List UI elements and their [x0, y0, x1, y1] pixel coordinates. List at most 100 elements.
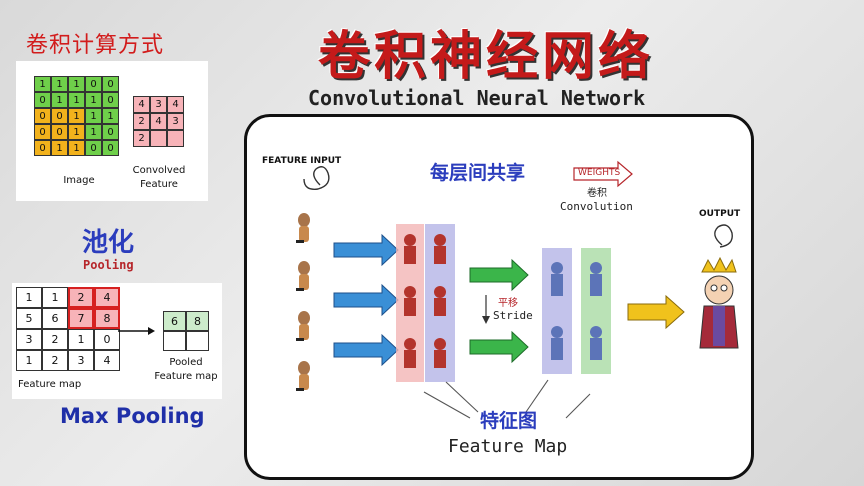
stride-label-cn: 平移: [498, 298, 518, 309]
max-pooling-caption: Max Pooling: [60, 404, 205, 428]
grid-cell: 1: [42, 287, 68, 308]
soldier-icon: [404, 338, 416, 368]
grid-cell: 1: [34, 76, 51, 92]
main-title: 卷积神经网络: [318, 26, 655, 87]
grid-cell: [186, 331, 209, 351]
grid-cell: 1: [51, 76, 68, 92]
knight-icon: [590, 326, 602, 360]
grid-cell: 2: [42, 350, 68, 371]
grid-cell: 3: [16, 329, 42, 350]
grid-cell: 0: [34, 92, 51, 108]
soldier-icon: [434, 286, 446, 316]
knight-icon: [551, 262, 563, 296]
knight-icon: [590, 262, 602, 296]
blue-arrow-1: [333, 233, 399, 267]
grid-cell: 2: [42, 329, 68, 350]
input-figures: [296, 213, 310, 391]
convolved-label-line2: Feature: [140, 179, 178, 190]
grid-cell: 1: [51, 92, 68, 108]
blue-arrow-2: [333, 283, 399, 317]
grid-cell: 6: [163, 311, 186, 331]
grid-cell: 0: [85, 140, 102, 156]
input-figure-4-icon: [296, 361, 310, 391]
grid-cell: 3: [150, 96, 167, 113]
grid-cell: 1: [102, 108, 119, 124]
weights-label: WEIGHTS: [578, 168, 621, 178]
pooling-heading: 池化: [82, 228, 135, 258]
green-arrows: [469, 258, 529, 364]
convolution-label-cn: 卷积: [587, 188, 607, 199]
weights-arrow: [573, 160, 633, 188]
grid-cell: 0: [102, 124, 119, 140]
grid-cell: 0: [34, 124, 51, 140]
grid-cell: [150, 130, 167, 147]
blue-arrow-3: [333, 333, 399, 367]
grid-cell: 1: [85, 124, 102, 140]
grid-cell: 8: [186, 311, 209, 331]
grid-cell: 5: [16, 308, 42, 329]
grid-cell: 2: [133, 113, 150, 130]
image-label: Image: [63, 175, 95, 186]
grid-cell: 1: [16, 350, 42, 371]
feature-map-label-cn: 特征图: [480, 410, 538, 432]
grid-cell: 1: [51, 140, 68, 156]
grid-cell: 1: [85, 92, 102, 108]
input-figure-3-icon: [296, 311, 310, 341]
grid-cell: 4: [133, 96, 150, 113]
input-swirl-icon: [303, 166, 330, 190]
grid-cell: 4: [167, 96, 184, 113]
layer1-soldiers: [404, 234, 446, 368]
convolution-label-en: Convolution: [560, 200, 633, 213]
grid-cell: 0: [94, 329, 120, 350]
stride-label-en: Stride: [493, 309, 533, 322]
grid-cell: 2: [68, 287, 94, 308]
knight-icon: [551, 326, 563, 360]
feature-map-pointers: [423, 379, 591, 419]
grid-cell: 0: [85, 76, 102, 92]
grid-cell: 8: [94, 308, 120, 329]
grid-cell: 0: [51, 108, 68, 124]
grid-cell: 0: [102, 92, 119, 108]
grid-cell: 0: [51, 124, 68, 140]
grid-cell: 1: [85, 108, 102, 124]
layer2-knights: [551, 262, 602, 360]
grid-cell: 0: [102, 76, 119, 92]
soldier-icon: [434, 234, 446, 264]
output-label: OUTPUT: [699, 209, 741, 219]
pooled-label-line2: Feature map: [154, 371, 218, 382]
grid-cell: [163, 331, 186, 351]
green-arrow-1: [469, 258, 529, 292]
feature-map-label-en: Feature Map: [448, 436, 568, 457]
grid-cell: 1: [16, 287, 42, 308]
main-subtitle: Convolutional Neural Network: [308, 86, 646, 110]
grid-cell: 7: [68, 308, 94, 329]
grid-cell: [167, 130, 184, 147]
shared-weights-label: 每层间共享: [430, 162, 526, 184]
input-figure-1-icon: [296, 213, 310, 243]
grid-cell: 1: [68, 329, 94, 350]
input-figure-2-icon: [296, 261, 310, 291]
grid-cell: 4: [94, 287, 120, 308]
pooling-arrow: [118, 327, 155, 335]
feature-map-label: Feature map: [18, 379, 82, 390]
grid-cell: 6: [42, 308, 68, 329]
grid-cell: 4: [150, 113, 167, 130]
output-swirl-icon: [714, 224, 733, 248]
grid-cell: 1: [68, 76, 85, 92]
grid-cell: 0: [102, 140, 119, 156]
grid-cell: 1: [68, 124, 85, 140]
pooled-label-line1: Pooled: [169, 357, 203, 368]
grid-cell: 3: [167, 113, 184, 130]
soldier-icon: [404, 234, 416, 264]
soldier-icon: [434, 338, 446, 368]
output-arrow: [627, 294, 685, 330]
blue-arrows: [333, 233, 399, 367]
feature-input-label: FEATURE INPUT: [262, 156, 342, 166]
